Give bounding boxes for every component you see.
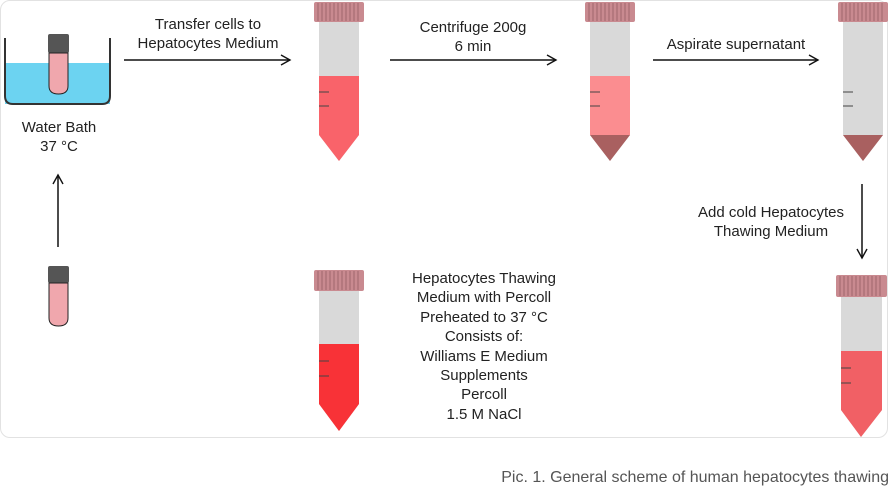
tube-percoll-medium-icon [314,270,364,431]
water-bath-temperature: 37 °C [40,138,78,155]
vial-in-bath-icon [48,34,69,95]
medium-info-text: Hepatocytes Thawing Medium with Percoll … [412,270,556,423]
tube-aspirated-icon [838,2,888,161]
add-medium-label: Add cold Hepatocytes Thawing Medium [698,204,844,240]
aspirate-label: Aspirate supernatant [666,36,806,53]
vial-icon [48,266,69,327]
water-bath-label: Water Bath 37 °C [0,118,118,156]
tube-centrifuged-icon [585,2,635,161]
tube-transfer-icon [314,2,364,161]
water-bath-title: Water Bath [21,119,97,136]
diagram-panel [0,0,888,438]
figure-caption: Pic. 1. General scheme of human hepatocy… [501,469,889,486]
centrifuge-label: Centrifuge 200g 6 min [419,19,527,55]
water-bath-icon [4,34,111,105]
transfer-label: Transfer cells to Hepatocytes Medium [137,16,279,52]
tube-cold-medium-icon [836,275,887,437]
